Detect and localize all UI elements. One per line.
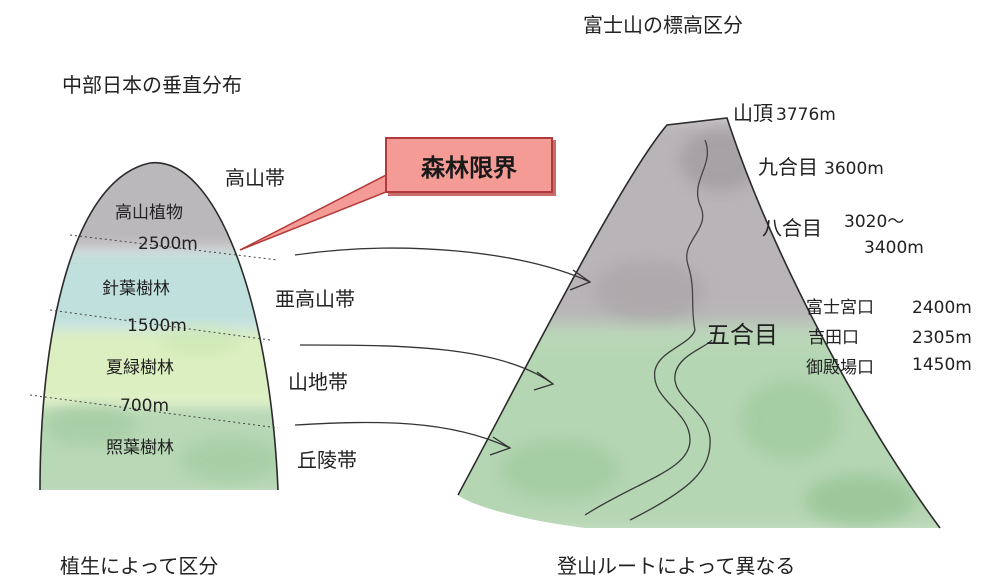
arrow-subalpine: [294, 247, 591, 283]
altitude-2500: 2500m: [138, 234, 198, 254]
right-caption: 登山ルートによって異なる: [557, 554, 796, 578]
left-title: 中部日本の垂直分布: [62, 73, 242, 97]
station-8-elevation-high: 3400m: [864, 238, 924, 258]
tree-line-callout: 森林限界: [385, 137, 553, 193]
right-mountain-outline: [457, 117, 941, 529]
arrow-hill: [294, 421, 511, 449]
left-mountain-outline: [39, 162, 279, 491]
right-title: 富士山の標高区分: [583, 13, 743, 37]
vegetation-conifer: 針葉樹林: [102, 279, 170, 299]
trailhead-gotemba-elevation: 1450m: [912, 355, 972, 375]
trail-lower-right: [629, 339, 713, 521]
altitude-1500: 1500m: [127, 316, 187, 336]
vegetation-evergreen: 照葉樹林: [106, 438, 174, 458]
station-8-name: 八合目: [762, 216, 822, 240]
trailhead-fujinomiya-elevation: 2400m: [912, 298, 972, 318]
line-700m: [29, 394, 279, 429]
trailhead-yoshida: 吉田口: [808, 328, 859, 348]
trail-lower-left: [584, 329, 696, 516]
line-1500m: [49, 309, 271, 341]
zone-alpine: 高山帯: [225, 166, 285, 190]
station-8-elevation-low: 3020～: [844, 212, 905, 232]
arrow-montane: [299, 344, 554, 385]
zone-arrows: [294, 247, 592, 456]
trailhead-yoshida-elevation: 2305m: [912, 328, 972, 348]
vegetation-deciduous: 夏緑樹林: [106, 358, 174, 378]
zone-subalpine: 亜高山帯: [275, 287, 355, 311]
zone-montane: 山地帯: [288, 370, 348, 394]
fifth-station-label: 五合目: [706, 321, 778, 349]
summit-trail: [686, 139, 709, 331]
altitude-700: 700m: [120, 396, 170, 416]
vegetation-alpine: 高山植物: [115, 203, 183, 223]
zone-hill: 丘陵帯: [297, 448, 357, 472]
left-caption: 植生によって区分: [60, 554, 219, 578]
trailhead-fujinomiya: 富士宮口: [806, 298, 874, 318]
trailhead-gotemba: 御殿場口: [806, 358, 874, 378]
